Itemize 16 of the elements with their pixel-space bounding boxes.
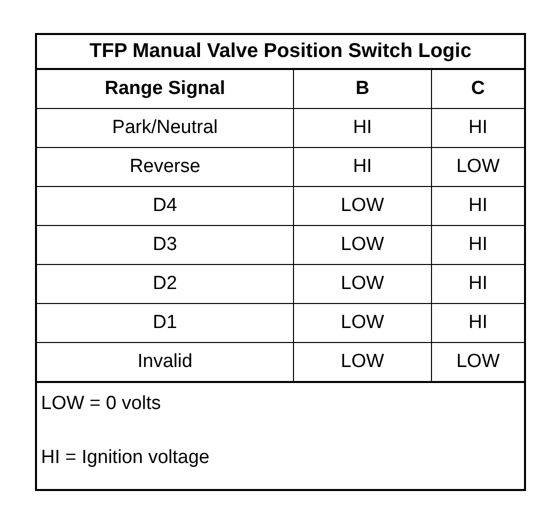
table-cell: D1	[36, 304, 294, 342]
column-header: Range Signal	[36, 69, 294, 108]
table-cell: HI	[293, 148, 432, 186]
table-cell: D4	[36, 186, 294, 226]
table-cell: Reverse	[36, 148, 294, 186]
table-cell: HI	[293, 108, 432, 148]
table-cell: D2	[36, 264, 294, 304]
table-cell: LOW	[293, 226, 432, 264]
table-cell: Park/Neutral	[36, 108, 294, 148]
note-text: HI = Ignition voltage	[41, 447, 210, 469]
table-cell: LOW	[293, 304, 432, 342]
table-cell: D3	[36, 226, 294, 264]
table-cell: LOW	[293, 186, 432, 226]
column-header: B	[293, 69, 432, 108]
table-cell: LOW	[293, 264, 432, 304]
note-text: LOW = 0 volts	[41, 393, 162, 415]
